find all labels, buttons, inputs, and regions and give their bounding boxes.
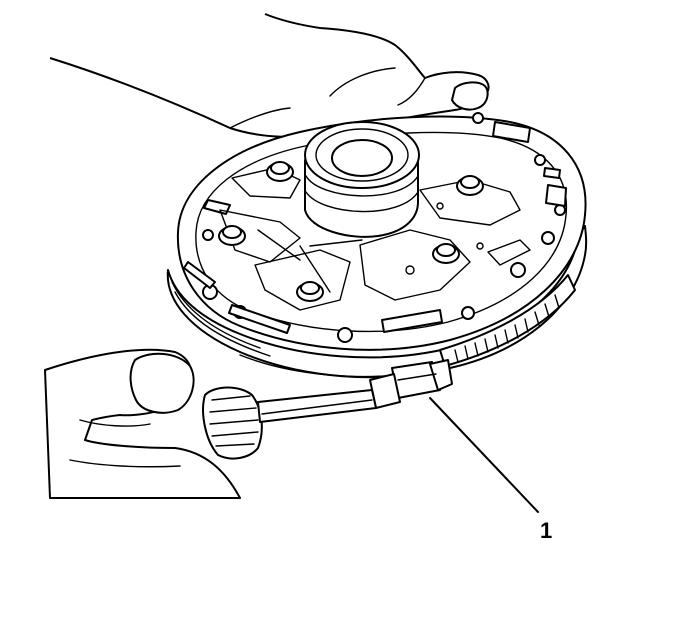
bolt-top-right [456, 175, 484, 196]
screwdriver [202, 386, 377, 460]
bolt-top-left [266, 161, 294, 182]
rim-holes [183, 112, 567, 343]
upper-hand [49, 13, 490, 138]
clamp-slots [454, 294, 560, 363]
bolt-bottom [296, 281, 324, 302]
callout-1: 1 [429, 397, 552, 543]
callout-number: 1 [540, 518, 552, 543]
lower-hand [44, 348, 241, 499]
center-hub [304, 121, 420, 238]
bolt-right [432, 243, 460, 264]
callout-leader-line [429, 397, 539, 513]
bolts [218, 161, 484, 302]
bolt-left [218, 225, 246, 246]
